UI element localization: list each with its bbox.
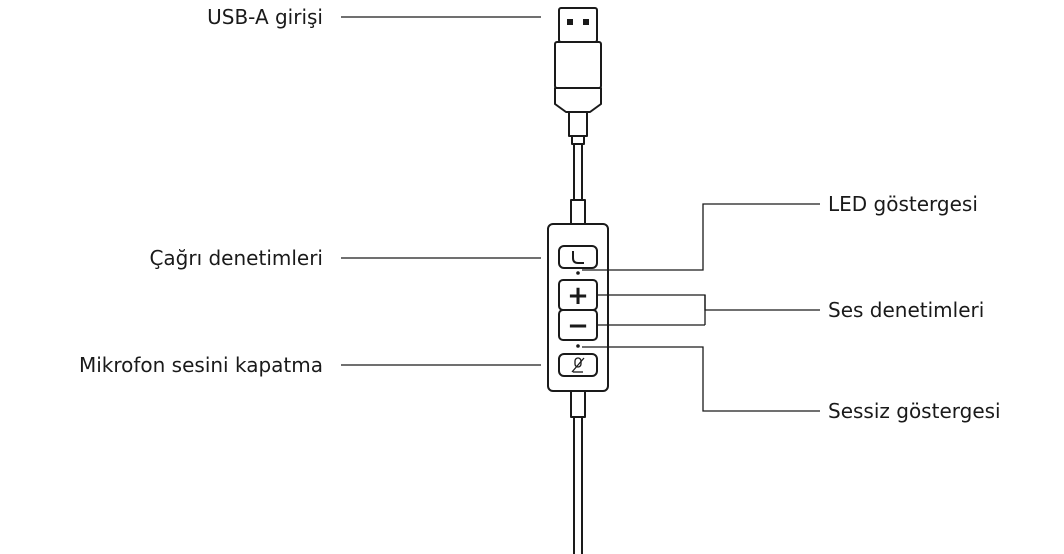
label-usb: USB-A girişi	[207, 5, 323, 29]
cable-upper	[570, 144, 586, 225]
inline-controller: + −	[547, 223, 609, 392]
cable-lower	[570, 390, 586, 554]
usb-a-connector	[554, 7, 602, 145]
mute-indicator	[576, 344, 580, 348]
leader-mute-indicator	[582, 346, 820, 412]
minus-icon: −	[567, 311, 589, 341]
leader-led	[582, 203, 820, 271]
label-mute-indicator: Sessiz göstergesi	[828, 399, 1001, 423]
led-indicator	[576, 271, 580, 275]
mic-mute-button[interactable]	[558, 353, 598, 377]
label-led: LED göstergesi	[828, 192, 978, 216]
mic-mute-icon	[571, 357, 585, 373]
leader-volume	[598, 294, 820, 311]
call-button[interactable]	[558, 245, 598, 269]
label-mic-mute: Mikrofon sesini kapatma	[78, 353, 323, 377]
label-call-controls: Çağrı denetimleri	[149, 246, 323, 270]
volume-down-button[interactable]: −	[558, 309, 598, 341]
volume-up-button[interactable]: +	[558, 279, 598, 311]
label-volume: Ses denetimleri	[828, 298, 985, 322]
phone-icon	[572, 251, 584, 264]
plus-icon: +	[567, 281, 589, 311]
